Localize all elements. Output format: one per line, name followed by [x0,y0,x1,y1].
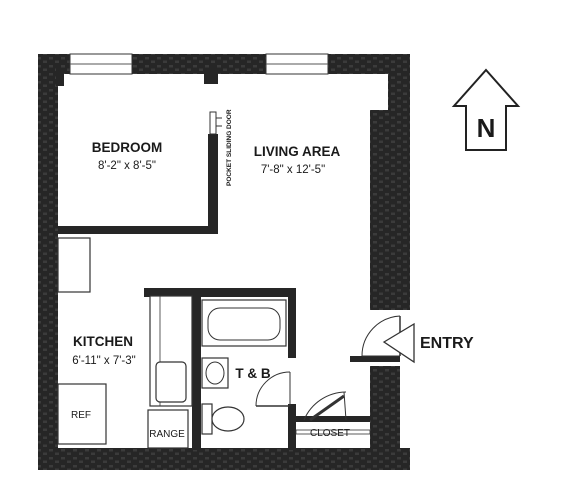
wall-bottom [38,448,410,470]
kitchen-name: KITCHEN [73,334,133,349]
pocket-door-label: POCKET SLIDING DOOR [226,109,233,186]
refrigerator [57,383,107,445]
room-labels: BEDROOM 8'-2" x 8'-5" LIVING AREA 7'-8" … [71,140,474,440]
bath-door [255,371,291,407]
closet-name: CLOSET [310,428,350,439]
bedroom-name: BEDROOM [92,140,163,155]
wall-right-upper [388,54,410,114]
wall-closet-top [296,416,370,422]
wall-bath-right-lower [288,404,296,450]
kitchen-cabinet [57,237,91,293]
closet-shelf [295,429,371,435]
entry-label: ENTRY [420,335,474,352]
wall-bath-top [144,288,296,297]
kitchen-dimensions: 6'-11" x 7'-3" [72,355,135,367]
north-arrow-icon: N [451,68,521,151]
kitchen-fixtures [57,237,193,449]
wall-left [38,54,58,470]
ref-label: REF [71,410,91,421]
north-label: N [477,113,496,143]
living-area-name: LIVING AREA [254,144,341,159]
wall-bath-right [288,288,296,358]
bath-name: T & B [235,366,270,381]
entry-door [361,315,415,364]
pocket-sliding-door: POCKET SLIDING DOOR [209,109,233,186]
bath-fixtures [201,299,287,435]
interior-walls [58,134,400,450]
bedroom-dimensions: 8'-2" x 8'-5" [98,160,156,172]
wall-right-mid [370,110,410,310]
closet-door [295,391,371,435]
kitchen-sink [155,361,187,403]
entry-threshold [350,356,400,362]
toilet-tank [201,403,213,435]
wall-bump [204,68,218,84]
wall-bump-left [56,68,64,86]
living-area-dimensions: 7'-8" x 12'-5" [261,164,325,176]
wall-right-lower [370,366,400,470]
range [147,409,189,449]
wall-bedroom-right [208,134,218,232]
wall-bath-left [192,288,201,450]
toilet-bowl [211,406,245,432]
windows [69,53,329,75]
wall-bedroom-bottom [58,226,218,234]
range-label: RANGE [149,429,185,440]
entry-arrow-icon [382,322,415,364]
